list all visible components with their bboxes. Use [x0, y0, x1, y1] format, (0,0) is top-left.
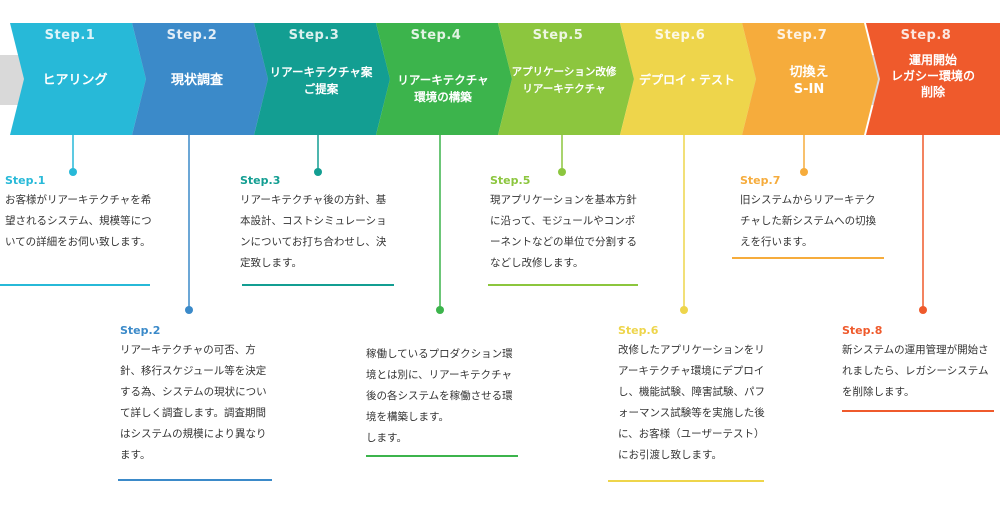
step6-label: Step.6 [620, 28, 740, 43]
step6-connector-dot [680, 306, 688, 314]
step1-underline [0, 284, 150, 286]
step1-number: Step.1 [44, 28, 96, 43]
step8-number: Step.8 [900, 28, 952, 43]
step1-description: Step.1 お客様がリアーキテクチャを希望されるシステム、規模等についての詳細… [5, 172, 155, 253]
step3-chevron [254, 23, 390, 135]
step8-desc-text: 新システムの運用管理が開始されましたら、レガシーシステムを削除します。 [842, 344, 989, 398]
step7-label: Step.7 [742, 28, 862, 43]
step1-chevron [10, 23, 146, 135]
step6-title: デプロイ・テスト [638, 73, 735, 87]
step5-title: アプリケーション改修 リアーキテクチャ [511, 66, 617, 95]
step3-title-wrap: リアーキテクチャ案 ご提案 [256, 64, 386, 98]
step3-underline [242, 284, 394, 286]
step2-title: 現状調査 [170, 73, 223, 88]
step3-description: Step.3 リアーキテクチャ後の方針、基本設計、コストシミュレーションについて… [240, 172, 395, 274]
step2-connector-dot [185, 306, 193, 314]
step4-number: Step.4 [410, 28, 462, 43]
step5-chevron [498, 23, 634, 135]
step7-desc-label: Step.7 [740, 174, 781, 187]
step2-number: Step.2 [166, 28, 218, 43]
step8-title: 運用開始 レガシー環境の 削除 [890, 53, 975, 99]
step6-desc-text: 改修したアプリケーションをリアーキテクチャ環境にデプロイし、機能試験、障害試験、… [618, 344, 765, 461]
step4-description: 稼働しているプロダクション環境とは別に、リアーキテクチャ後の各システムを稼働させ… [366, 344, 518, 449]
step8-connector-dot [919, 306, 927, 314]
step3-title: リアーキテクチャ案 ご提案 [269, 65, 373, 96]
step5-title-wrap: アプリケーション改修 リアーキテクチャ [498, 64, 630, 98]
step8-label: Step.8 [866, 28, 986, 43]
step1-desc-label: Step.1 [5, 174, 46, 187]
step1-title: ヒアリング [42, 73, 108, 88]
step4-title-wrap: リアーキテクチャ 環境の構築 [378, 72, 508, 106]
step7-desc-text: 旧システムからリアーキテクチャした新システムへの切換えを行います。 [740, 194, 877, 248]
step8-chevron [866, 23, 1000, 135]
step1-title-wrap: ヒアリング [10, 72, 140, 89]
step3-desc-text: リアーキテクチャ後の方針、基本設計、コストシミュレーションについてお打ち合わせし… [240, 194, 387, 269]
step2-title-wrap: 現状調査 [132, 72, 262, 89]
step5-desc-label: Step.5 [490, 174, 531, 187]
step7-chevron [742, 23, 878, 135]
step6-description: Step.6 改修したアプリケーションをリアーキテクチャ環境にデプロイし、機能試… [618, 322, 770, 466]
step2-desc-text: リアーキテクチャの可否、方針、移行スケジュール等を決定する為、システムの現状につ… [120, 344, 267, 461]
step6-number: Step.6 [654, 28, 706, 43]
step2-underline [118, 479, 272, 481]
step3-connector-dot [314, 168, 322, 176]
step8-underline [842, 410, 994, 412]
step5-number: Step.5 [532, 28, 584, 43]
step1-label: Step.1 [10, 28, 130, 43]
step5-connector-dot [558, 168, 566, 176]
step3-label: Step.3 [254, 28, 374, 43]
step7-title: 切換え S-IN [789, 65, 829, 97]
step5-underline [488, 284, 638, 286]
step7-description: Step.7 旧システムからリアーキテクチャした新システムへの切換えを行います。 [740, 172, 885, 253]
step6-chevron [620, 23, 756, 135]
step4-label: Step.4 [376, 28, 496, 43]
step4-underline [366, 455, 518, 457]
step4-desc-text: 稼働しているプロダクション環境とは別に、リアーキテクチャ後の各システムを稼働させ… [366, 348, 513, 444]
step2-desc-label: Step.2 [120, 324, 161, 337]
step5-desc-text: 現アプリケーションを基本方針に沿って、モジュールやコンポーネントなどの単位で分割… [490, 194, 637, 269]
step6-desc-label: Step.6 [618, 324, 659, 337]
step4-connector-dot [436, 306, 444, 314]
step3-desc-label: Step.3 [240, 174, 281, 187]
step3-number: Step.3 [288, 28, 340, 43]
step7-connector-dot [800, 168, 808, 176]
step7-number: Step.7 [776, 28, 828, 43]
step7-title-wrap: 切換え S-IN [744, 64, 874, 98]
step8-desc-label: Step.8 [842, 324, 883, 337]
step2-description: Step.2 リアーキテクチャの可否、方針、移行スケジュール等を決定する為、シス… [120, 322, 272, 466]
step2-label: Step.2 [132, 28, 252, 43]
step4-title: リアーキテクチャ 環境の構築 [397, 73, 489, 104]
step2-chevron [132, 23, 268, 135]
step6-title-wrap: デプロイ・テスト [622, 72, 752, 89]
step4-chevron [376, 23, 512, 135]
step1-desc-text: お客様がリアーキテクチャを希望されるシステム、規模等についての詳細をお伺い致しま… [5, 194, 152, 248]
step5-description: Step.5 現アプリケーションを基本方針に沿って、モジュールやコンポーネントな… [490, 172, 640, 274]
step1-connector-dot [69, 168, 77, 176]
step7-underline [732, 257, 884, 259]
step8-description: Step.8 新システムの運用管理が開始されましたら、レガシーシステムを削除しま… [842, 322, 994, 403]
step8-title-wrap: 運用開始 レガシー環境の 削除 [866, 52, 1000, 100]
step5-label: Step.5 [498, 28, 618, 43]
step6-underline [608, 480, 764, 482]
